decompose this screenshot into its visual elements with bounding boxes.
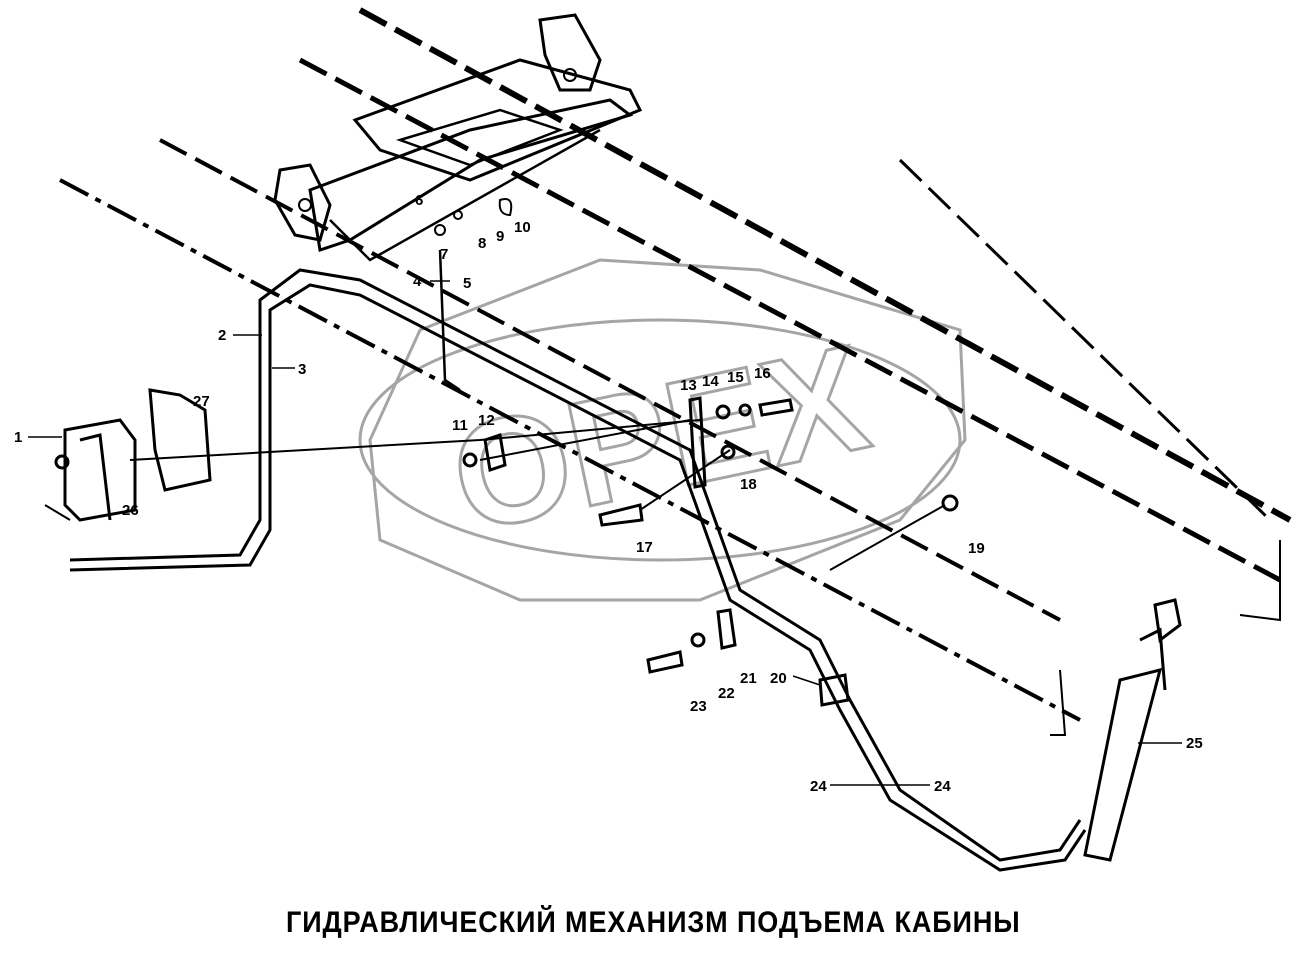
fasteners (434, 198, 959, 707)
callout-10: 10 (514, 219, 531, 236)
callout-13: 13 (680, 377, 697, 394)
pump-bracket (148, 388, 212, 492)
callout-8: 8 (478, 235, 486, 252)
callout-22: 22 (718, 685, 735, 702)
hydraulic-lines (69, 249, 1087, 872)
callout-25: 25 (1186, 735, 1203, 752)
callout-19: 19 (968, 540, 985, 557)
callout-14: 14 (702, 373, 719, 390)
callout-16: 16 (754, 365, 771, 382)
frame-rails (59, 7, 1292, 736)
callout-23: 23 (690, 698, 707, 715)
callout-7: 7 (440, 246, 448, 263)
leader-lines (28, 280, 1182, 786)
callout-26: 26 (122, 502, 139, 519)
hydraulic-cylinder (1083, 598, 1182, 862)
callout-11: 11 (452, 417, 468, 434)
callout-3: 3 (298, 361, 306, 378)
callout-27: 27 (193, 393, 210, 410)
callout-17: 17 (636, 539, 653, 556)
cab-tilt-frame (273, 13, 643, 262)
callout-24b: 24 (934, 778, 951, 795)
callout-labels: 1 2 3 4 5 6 7 8 9 10 11 12 13 14 15 16 1… (14, 192, 1203, 795)
callout-24a: 24 (810, 778, 827, 795)
callout-20: 20 (770, 670, 787, 687)
diagram-title: ГИДРАВЛИЧЕСКИЙ МЕХАНИЗМ ПОДЪЕМА КАБИНЫ (286, 906, 1021, 939)
callout-18: 18 (740, 476, 757, 493)
callout-12: 12 (478, 412, 495, 429)
callout-4: 4 (413, 273, 422, 290)
watermark-logo: OPEX (358, 258, 967, 602)
callout-15: 15 (727, 369, 744, 386)
callout-21: 21 (740, 670, 757, 687)
callout-6: 6 (415, 192, 423, 209)
callout-5: 5 (463, 275, 471, 292)
callout-9: 9 (496, 228, 504, 245)
callout-1: 1 (14, 429, 22, 446)
callout-2: 2 (218, 327, 226, 344)
lift-pump (44, 418, 137, 522)
